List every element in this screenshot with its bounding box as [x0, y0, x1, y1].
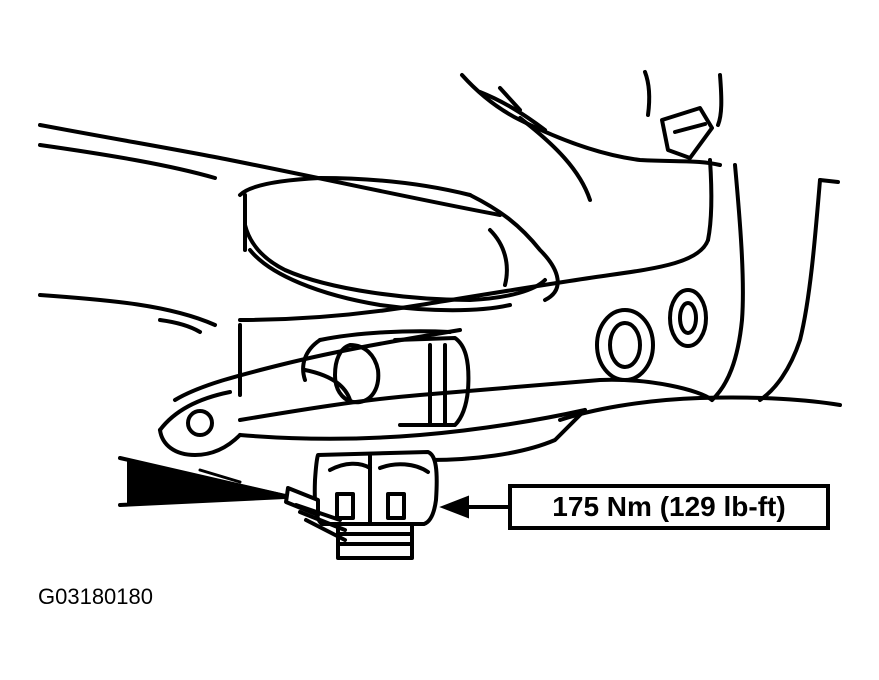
torque-spec-label: 175 Nm (129 lb-ft) [508, 484, 830, 530]
callout-pointer-arrow-icon [439, 495, 510, 519]
strut-tower [460, 70, 840, 402]
lower-control-arm [158, 238, 842, 462]
spring-seat [238, 176, 560, 313]
frame-rail [38, 123, 502, 334]
large-direction-arrow-icon [118, 456, 287, 507]
arm-mounting-holes [595, 288, 708, 382]
ball-joint-nut [284, 486, 414, 560]
ball-joint-housing [312, 450, 439, 526]
figure-code: G03180180 [38, 584, 153, 609]
